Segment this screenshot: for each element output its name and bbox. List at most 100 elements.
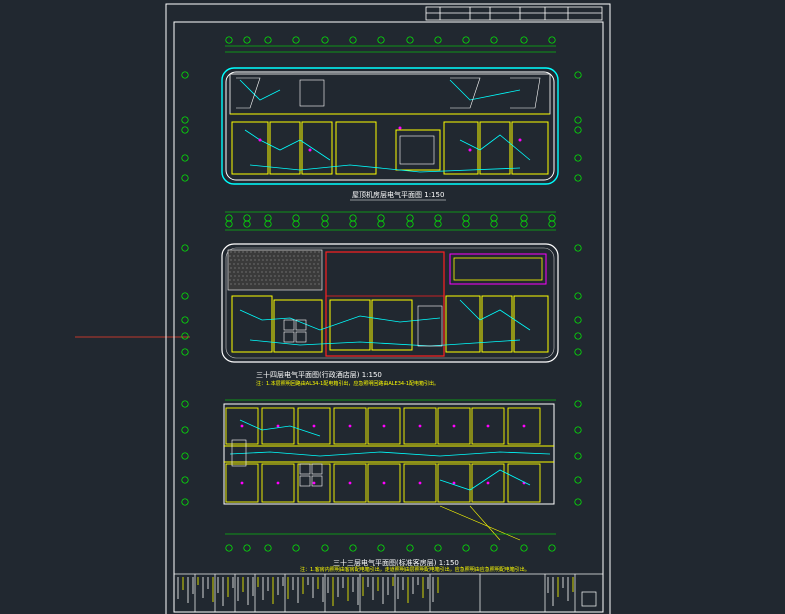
grid-axis-bubble	[225, 214, 233, 222]
guest-room	[367, 463, 401, 503]
grid-axis-bubble	[548, 36, 556, 44]
grid-axis-bubble	[520, 220, 528, 228]
grid-axis-bubble	[181, 116, 189, 124]
grid-axis-bubble	[181, 244, 189, 252]
grid-axis-bubble	[377, 214, 385, 222]
grid-axis-bubble	[434, 214, 442, 222]
grid-axis-bubble	[574, 292, 582, 300]
grid-axis-bubble	[243, 544, 251, 552]
grid-axis-bubble	[574, 174, 582, 182]
grid-axis-bubble	[520, 544, 528, 552]
grid-axis-bubble	[321, 214, 329, 222]
guest-room	[403, 463, 437, 503]
grid-axis-bubble	[462, 544, 470, 552]
guest-room	[437, 463, 471, 503]
grid-axis-bubble	[548, 544, 556, 552]
grid-axis-bubble	[574, 126, 582, 134]
guest-room	[367, 407, 401, 445]
grid-axis-bubble	[181, 452, 189, 460]
grid-axis-bubble	[181, 498, 189, 506]
grid-axis-bubble	[225, 36, 233, 44]
grid-axis-bubble	[225, 544, 233, 552]
grid-axis-bubble	[574, 316, 582, 324]
guest-room	[403, 407, 437, 445]
grid-axis-bubble	[520, 214, 528, 222]
plan-floor33[interactable]: 三十三层电气平面图(标准客房层) 1:150 注：1.客房内照明由客房配电箱引出…	[181, 399, 582, 573]
grid-axis-bubble	[490, 36, 498, 44]
grid-axis-bubble	[520, 36, 528, 44]
grid-axis-bubble	[406, 214, 414, 222]
guest-room	[297, 407, 331, 445]
floor34-note: 注：1.本层照明回路由AL34-1配电箱引出，应急照明回路由ALE34-1配电箱…	[256, 380, 439, 387]
grid-axis-bubble	[181, 174, 189, 182]
grid-axis-bubble	[349, 214, 357, 222]
grid-axis-bubble	[181, 316, 189, 324]
grid-axis-bubble	[434, 544, 442, 552]
grid-axis-bubble	[321, 36, 329, 44]
grid-axis-bubble	[406, 544, 414, 552]
drawing-sheet-outer	[165, 3, 611, 614]
plan-floor34[interactable]: 三十四层电气平面图(行政酒店层) 1:150 注：1.本层照明回路由AL34-1…	[181, 220, 582, 387]
guest-room	[261, 407, 295, 445]
title-block	[173, 573, 604, 613]
grid-axis-bubble	[243, 214, 251, 222]
grid-axis-bubble	[181, 476, 189, 484]
guest-room	[225, 463, 259, 503]
grid-axis-bubble	[181, 71, 189, 79]
grid-axis-bubble	[264, 220, 272, 228]
grid-axis-bubble	[349, 220, 357, 228]
grid-axis-bubble	[292, 36, 300, 44]
grid-axis-bubble	[181, 292, 189, 300]
grid-axis-bubble	[243, 220, 251, 228]
grid-axis-bubble	[574, 498, 582, 506]
grid-axis-bubble	[490, 544, 498, 552]
grid-axis-bubble	[181, 348, 189, 356]
grid-axis-bubble	[434, 220, 442, 228]
grid-axis-bubble	[462, 36, 470, 44]
grid-axis-bubble	[181, 154, 189, 162]
grid-axis-bubble	[292, 220, 300, 228]
grid-axis-bubble	[181, 332, 189, 340]
grid-axis-bubble	[264, 36, 272, 44]
grid-axis-bubble	[321, 544, 329, 552]
grid-axis-bubble	[574, 348, 582, 356]
grid-axis-bubble	[264, 544, 272, 552]
grid-axis-bubble	[377, 544, 385, 552]
grid-axis-bubble	[574, 476, 582, 484]
guest-room	[333, 407, 367, 445]
grid-axis-bubble	[321, 220, 329, 228]
grid-axis-bubble	[264, 214, 272, 222]
floor33-plan-title: 三十三层电气平面图(标准客房层) 1:150	[333, 558, 459, 567]
grid-axis-bubble	[181, 126, 189, 134]
plan-roof[interactable]: 屋顶机房层电气平面图 1:150	[181, 36, 582, 222]
grid-axis-bubble	[490, 214, 498, 222]
floor34-plan-title: 三十四层电气平面图(行政酒店层) 1:150	[256, 370, 382, 379]
grid-axis-bubble	[490, 220, 498, 228]
guest-room	[471, 463, 505, 503]
grid-axis-bubble	[377, 36, 385, 44]
guest-room	[261, 463, 295, 503]
floor33-note: 注：1.客房内照明由客房配电箱引出，走道照明由层照明配电箱引出，应急照明由应急照…	[300, 566, 530, 573]
drawing-sheet-inner	[173, 21, 604, 613]
grid-axis-bubble	[434, 36, 442, 44]
guest-room	[333, 463, 367, 503]
grid-axis-bubble	[225, 220, 233, 228]
grid-axis-bubble	[574, 154, 582, 162]
grid-axis-bubble	[574, 452, 582, 460]
grid-axis-bubble	[574, 244, 582, 252]
grid-axis-bubble	[377, 220, 385, 228]
grid-axis-bubble	[462, 220, 470, 228]
guest-room	[507, 463, 541, 503]
grid-axis-bubble	[181, 400, 189, 408]
grid-axis-bubble	[574, 116, 582, 124]
grid-axis-bubble	[574, 426, 582, 434]
roof-plan-title: 屋顶机房层电气平面图 1:150	[352, 190, 444, 199]
grid-axis-bubble	[548, 220, 556, 228]
grid-axis-bubble	[349, 544, 357, 552]
grid-axis-bubble	[406, 36, 414, 44]
grid-axis-bubble	[349, 36, 357, 44]
grid-axis-bubble	[462, 214, 470, 222]
guest-room	[437, 407, 471, 445]
guest-room	[507, 407, 541, 445]
